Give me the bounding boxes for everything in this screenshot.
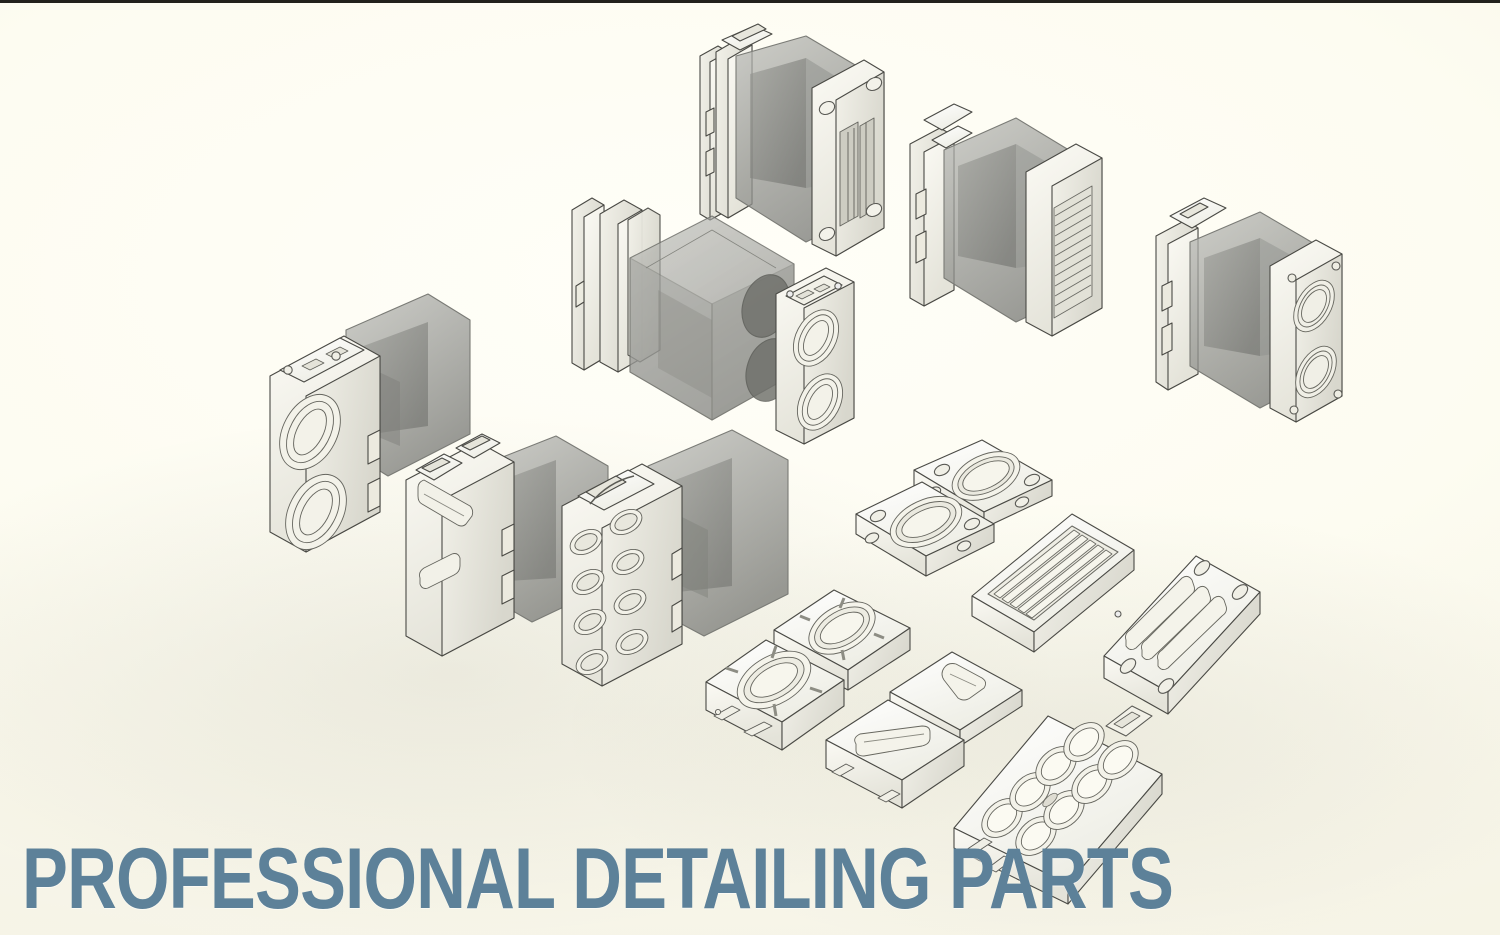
part-twin-thruster-panel [768,266,878,456]
part-plate-slot-pair [816,634,1036,834]
part-box-louvre [896,100,1136,360]
part-box-eight-hole [548,429,798,730]
top-border-line [0,0,1500,3]
part-plate-twin-dial [692,572,942,792]
part-plate-ribbed [958,500,1148,680]
part-glass-core [616,206,816,446]
part-box-twin-thruster-right [1146,194,1376,454]
part-plate-eight-port [946,688,1176,905]
part-box-vent-slots [688,23,918,298]
part-plate-twin-ring [846,436,1076,626]
page-title: PROFESSIONAL DETAILING PARTS [22,831,1174,927]
part-plate-triple-slot [1092,544,1292,724]
part-box-twin-thruster-left [258,286,488,556]
